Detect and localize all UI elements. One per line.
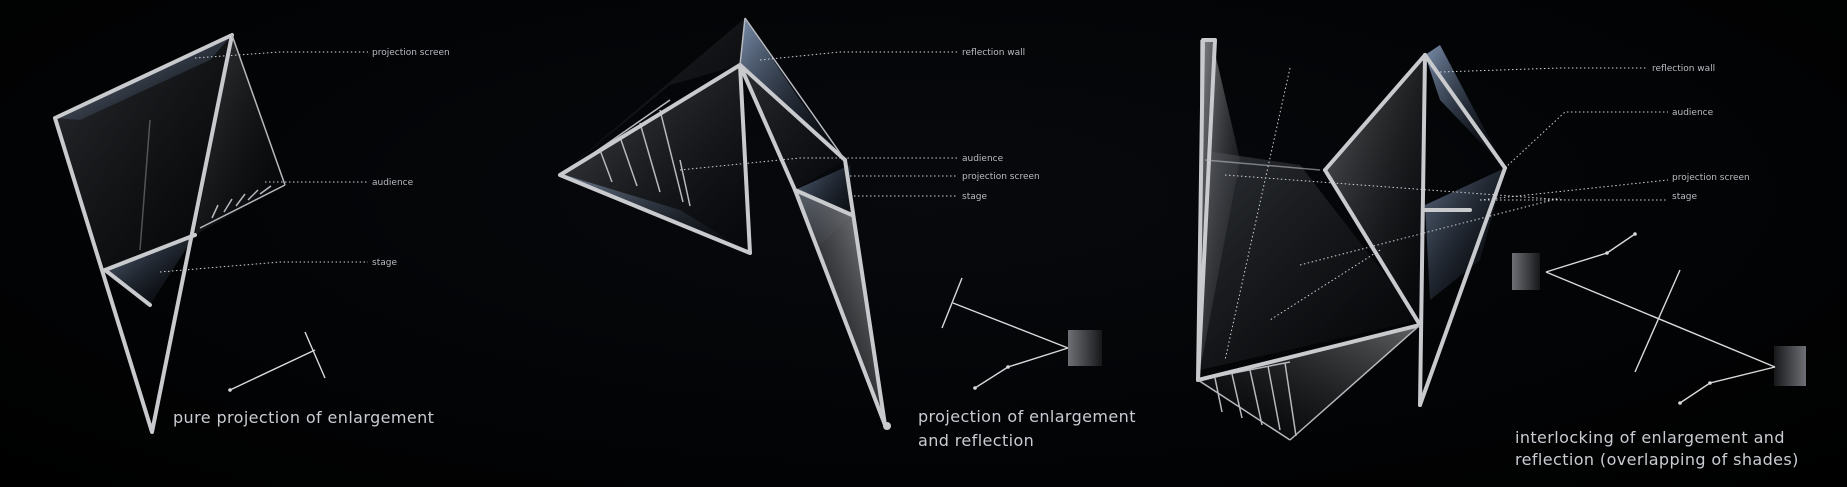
caption-panel-2-line-1: projection of enlargement: [918, 407, 1136, 426]
audience-shade: [195, 35, 285, 235]
panel-2: reflection wall audience projection scre…: [558, 17, 1136, 450]
upper-shade: [560, 18, 745, 175]
label-audience: audience: [372, 178, 414, 188]
mirror-block-right: [1774, 346, 1806, 386]
audience-shade: [560, 65, 750, 253]
label-stage: stage: [962, 192, 987, 202]
caption-panel-2-line-2: and reflection: [918, 431, 1034, 450]
frame-edge: [1197, 379, 1291, 441]
caption-panel-3-line-1: interlocking of enlargement and: [1515, 428, 1785, 447]
label-leaders: [1224, 67, 1669, 361]
legend-interlocking-symbol: [1512, 232, 1806, 405]
base-shade: [1200, 150, 1420, 370]
panel-1: projection screen audience stage pure pr…: [53, 33, 450, 434]
label-projection-screen: projection screen: [1672, 173, 1750, 183]
label-leaders: [159, 51, 368, 273]
caption-panel-3-line-2: reflection (overlapping of shades): [1515, 450, 1799, 469]
frame-structure: [558, 63, 887, 427]
frame-edge: [744, 17, 846, 161]
label-stage: stage: [372, 258, 397, 268]
frame-structure: [53, 33, 234, 434]
frame-edge: [231, 34, 286, 186]
frame-edge: [739, 17, 746, 66]
audience-seating: [139, 119, 286, 251]
label-projection-screen: projection screen: [372, 48, 450, 58]
label-audience: audience: [1672, 108, 1714, 118]
volume-shade: [55, 35, 232, 270]
wall-shade: [1325, 55, 1425, 330]
legend-projection-symbol: [228, 331, 326, 392]
label-audience: audience: [962, 154, 1004, 164]
legend-reflection-symbol: [941, 277, 1102, 390]
mirror-block: [1068, 330, 1102, 366]
caption-panel-1: pure projection of enlargement: [173, 408, 434, 427]
audience-seating: [1197, 361, 1297, 437]
label-reflection-wall: reflection wall: [1652, 64, 1715, 74]
wall-volume: [740, 65, 845, 190]
label-stage: stage: [1672, 192, 1697, 202]
label-reflection-wall: reflection wall: [962, 48, 1025, 58]
frame-edge: [1289, 324, 1421, 441]
projection-screen-surface: [1425, 168, 1505, 300]
frame-structure: [1196, 38, 1507, 407]
frame-edge: [1204, 159, 1321, 171]
audience-shade: [1195, 325, 1420, 440]
mirror-block-left: [1512, 253, 1540, 290]
label-leaders: [679, 51, 958, 197]
panel-3: reflection wall audience projection scre…: [1195, 38, 1806, 469]
label-projection-screen: projection screen: [962, 172, 1040, 182]
reflection-wall-surface: [740, 18, 845, 160]
node: [883, 422, 891, 430]
